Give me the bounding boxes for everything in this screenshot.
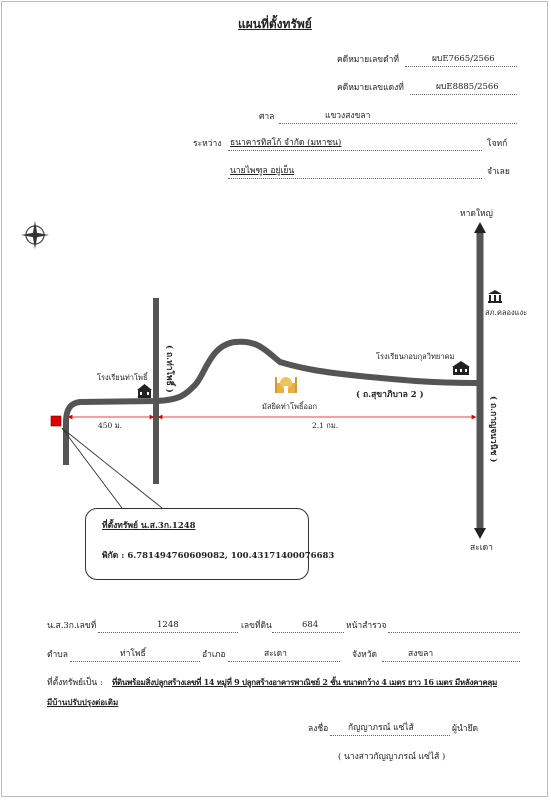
sign-role: ผู้นำยึด: [452, 724, 479, 734]
survey-label: หน้าสำรวจ: [346, 621, 387, 631]
land-no-label: เลขที่ดิน: [241, 621, 272, 631]
subdistrict-value: ท่าโพธิ์: [120, 649, 146, 659]
sign-label: ลงชื่อ: [308, 724, 329, 734]
court-value: แขวงสงขลา: [325, 111, 371, 121]
road-sukhaphiban: [63, 338, 478, 465]
black-case-value: ผบE7665/2566: [432, 54, 495, 64]
label-road-sukhaphiban: ( ถ.สุขาภิบาล 2 ): [356, 390, 424, 400]
property-label: ที่ตั้งทรัพย์เป็น :: [47, 678, 103, 688]
survey-dotline: [388, 621, 520, 633]
province-label: จังหวัด: [352, 650, 378, 660]
arrow-down-icon: [474, 528, 486, 539]
court-dotline: [279, 112, 517, 124]
school-kobkun-icon: [452, 361, 470, 375]
plaintiff-value: ธนาคารทิสโก้ จำกัด (มหาชน): [230, 138, 342, 148]
province-value: สงขลา: [408, 649, 434, 659]
plaintiff-dotline: [228, 139, 482, 151]
black-case-label: คดีหมายเลขดำที่: [337, 55, 399, 65]
label-school-kobkun: โรงเรียนกอบกุลวิทยาคม: [376, 352, 455, 361]
district-dotline: [228, 650, 340, 662]
school-tha-pho-icon: [137, 384, 152, 398]
location-map: [21, 221, 502, 539]
land-no-dotline: [272, 621, 344, 633]
land-no-value: 684: [302, 620, 319, 630]
signer-name: ( นางสาวกัญญาภรณ์ แซ่ไส้ ): [338, 752, 446, 762]
mosque-icon: [275, 377, 297, 393]
label-road-kanchanawanit: ( ถ.กาญจนวนิช ): [488, 396, 498, 463]
label-distance-450: 450 ม.: [98, 421, 123, 430]
label-road-tha-pho: ( ถ.ท่าโพธิ์ ): [164, 345, 174, 393]
label-mosque: มัสยิดท่าโพธิ์ออก: [262, 402, 318, 411]
property-line-2: มีบ้านปรับปรุงต่อเติม: [47, 697, 119, 707]
arrow-up-icon: [474, 222, 486, 233]
subdistrict-dotline: [70, 650, 200, 662]
deed-value: 1248: [157, 620, 179, 630]
province-dotline: [382, 650, 520, 662]
defendant-role: จำเลย: [487, 167, 510, 177]
label-hat-yai: หาดใหญ่: [460, 209, 493, 219]
label-distance-2-1: 2.1 กม.: [312, 421, 339, 430]
district-value: สะเดา: [264, 649, 287, 659]
court-label: ศาล: [259, 112, 275, 122]
red-case-label: คดีหมายเลขแดงที่: [337, 83, 404, 93]
district-label: อำเภอ: [202, 650, 226, 660]
plaintiff-role: โจทก์: [487, 139, 508, 149]
deed-label: น.ส.3ก.เลขที่: [47, 621, 97, 631]
red-case-value: ผบE8885/2566: [436, 82, 499, 92]
label-school-tha-pho: โรงเรียนท่าโพธิ์: [97, 373, 148, 382]
property-line-1: ที่ดินพร้อมสิ่งปลูกสร้างเลขที่ 14 หมู่ที…: [112, 677, 497, 687]
callout-coordinates: พิกัด : 6.781494760609082, 100.431714000…: [102, 551, 335, 561]
property-marker-icon: [50, 415, 62, 427]
police-station-icon: [488, 290, 502, 303]
red-case-dotline: [410, 83, 517, 95]
callout-location-label: ที่ตั้งทรัพย์ น.ส.3ก.1248: [102, 521, 196, 531]
defendant-value: นายไพฑูล อยู่เย็น: [230, 166, 295, 176]
compass-icon: [21, 221, 49, 249]
location-callout: [85, 508, 309, 580]
defendant-dotline: [228, 167, 482, 179]
sign-value: กัญญาภรณ์ แซ่ไส้: [348, 723, 414, 733]
deed-dotline: [98, 621, 238, 633]
label-sadao: สะเดา: [470, 543, 493, 553]
label-police-station: สภ.คลองแงะ: [485, 308, 528, 317]
black-case-dotline: [405, 55, 517, 67]
document-title: แผนที่ตั้งทรัพย์: [238, 17, 312, 31]
subdistrict-label: ตำบล: [47, 650, 68, 660]
sign-dotline: [330, 724, 450, 736]
between-label: ระหว่าง: [193, 139, 222, 149]
